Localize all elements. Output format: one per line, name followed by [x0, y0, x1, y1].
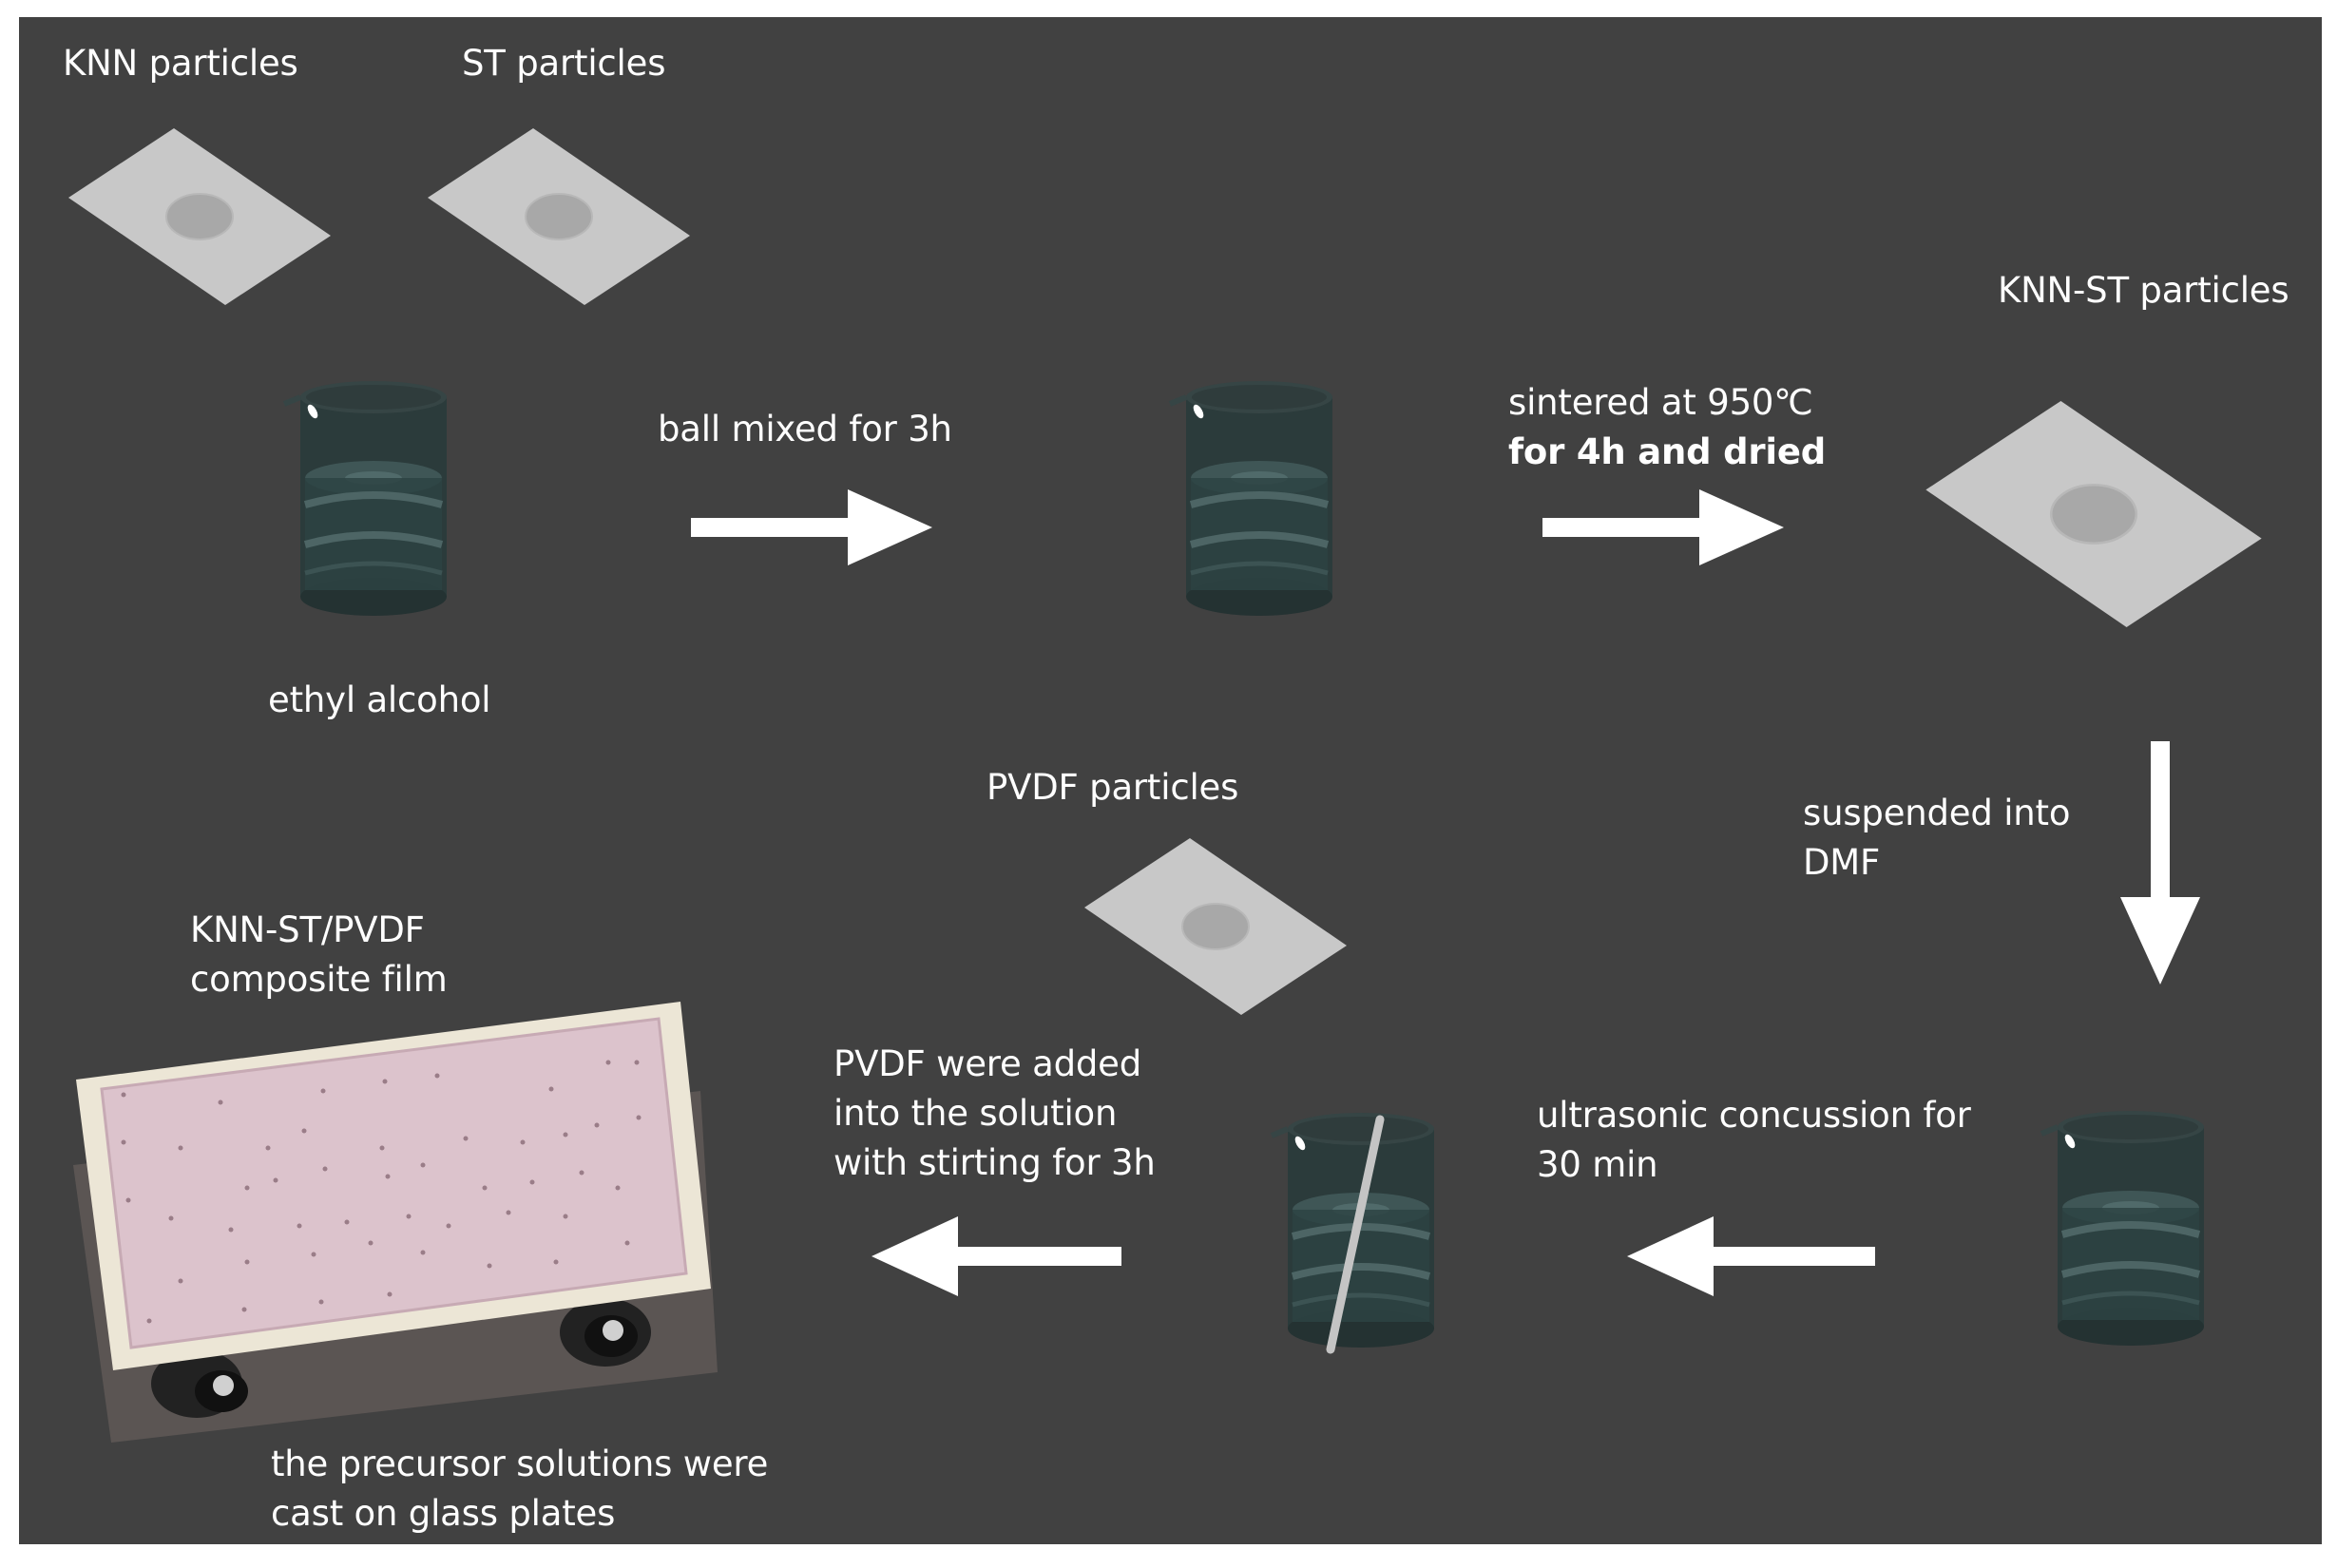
ultrasonic-label: ultrasonic concussion for 30 min — [1537, 1095, 1971, 1185]
cast-on-glass-label: the precursor solutions were cast on gla… — [271, 1444, 769, 1534]
knn-st-particles-dish-icon — [1925, 399, 2263, 629]
arrow-ball-mixed-icon — [691, 489, 932, 565]
sintered-label: sintered at 950℃ for 4h and dried — [1508, 382, 1827, 472]
knn-st-particles-label: KNN-ST particles — [1998, 270, 2289, 311]
arrow-suspended-down-icon — [2120, 741, 2200, 985]
st-particles-label: ST particles — [462, 43, 666, 84]
st-particles-dish-icon — [427, 127, 691, 306]
mixed-beaker-icon — [1170, 381, 1332, 616]
knn-particles-dish-icon — [67, 127, 332, 306]
suspension-beaker-icon — [2041, 1111, 2204, 1346]
knn-particles-label: KNN particles — [63, 43, 298, 84]
suspended-label: suspended into DMF — [1803, 793, 2071, 883]
process-flow-diagram: KNN particles ST particles ethyl alcohol… — [19, 17, 2322, 1544]
pvdf-particles-dish-icon — [1083, 837, 1348, 1016]
ball-mixed-label: ball mixed for 3h — [658, 409, 952, 449]
arrow-pvdf-added-left-icon — [872, 1216, 1121, 1296]
film-particles — [121, 1060, 642, 1324]
pvdf-added-label: PVDF were added into the solution with s… — [833, 1043, 1156, 1183]
pvdf-particles-label: PVDF particles — [987, 767, 1239, 808]
ethyl-alcohol-beaker-icon — [284, 381, 447, 616]
arrow-ultrasonic-left-icon — [1627, 1216, 1875, 1296]
arrow-sintered-icon — [1542, 489, 1784, 565]
ethyl-alcohol-label: ethyl alcohol — [268, 679, 491, 720]
stirring-beaker-icon — [1272, 1113, 1434, 1354]
composite-film-glass-plate-icon — [73, 1002, 718, 1443]
composite-film-label: KNN-ST/PVDF composite film — [190, 909, 448, 1000]
diagram-graphics — [67, 127, 2263, 1443]
